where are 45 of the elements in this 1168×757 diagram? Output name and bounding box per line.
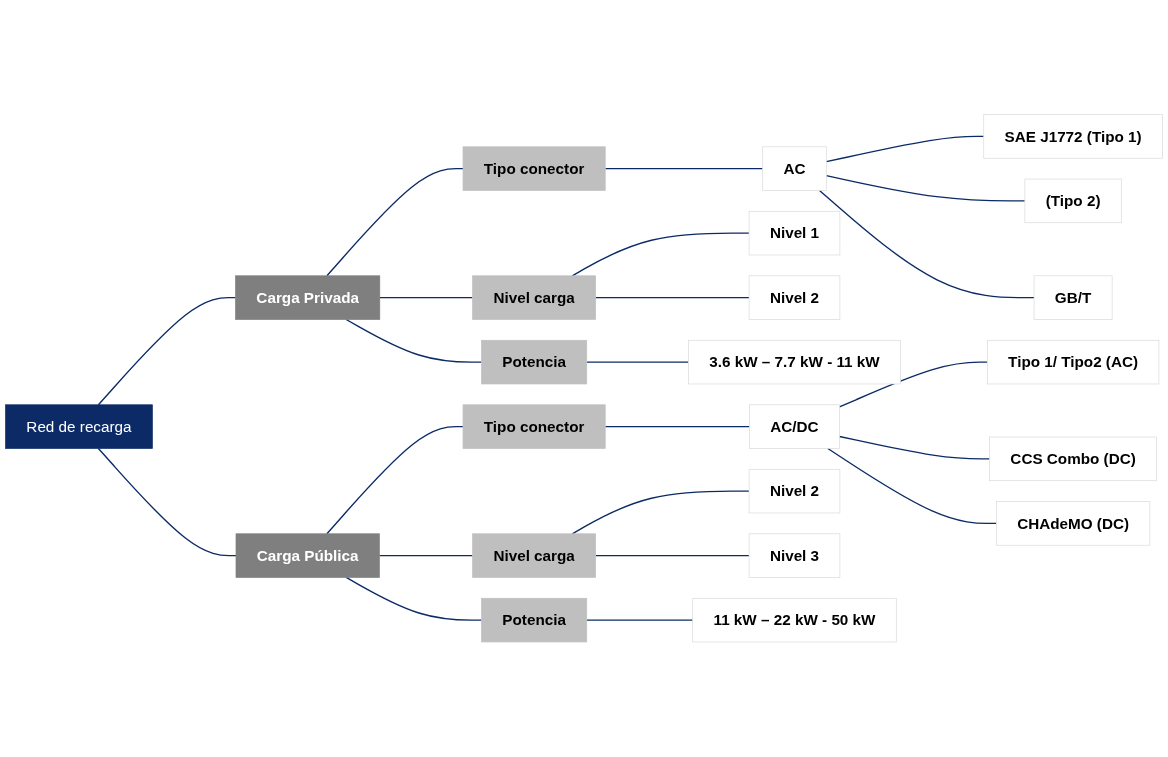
- connector: [97, 297, 237, 406]
- node-box: GB/T: [1033, 275, 1113, 321]
- node-box: SAE J1772 (Tipo 1): [983, 114, 1163, 159]
- node-box: Potencia: [481, 598, 588, 643]
- connector: [825, 135, 985, 163]
- node-box: Nivel carga: [472, 275, 596, 321]
- node-box: CHAdeMO (DC): [996, 501, 1151, 546]
- node-box: AC/DC: [749, 404, 840, 450]
- node-box: Carga Privada: [235, 275, 381, 321]
- connector: [838, 436, 991, 460]
- connector: [326, 168, 464, 277]
- connector: [326, 426, 464, 535]
- node-box: CCS Combo (DC): [989, 436, 1157, 482]
- connector: [838, 361, 988, 408]
- node-box: Nivel 2: [748, 469, 841, 514]
- connector: [827, 448, 998, 525]
- node-box: Nivel 3: [748, 533, 841, 579]
- connector: [594, 297, 750, 299]
- node-box: Tipo conector: [462, 404, 606, 450]
- node-box: Red de recarga: [5, 404, 153, 450]
- connector: [345, 319, 483, 364]
- connector: [378, 555, 474, 557]
- connector: [604, 168, 764, 170]
- connector: [379, 297, 474, 299]
- connector: [571, 232, 750, 277]
- connector: [825, 175, 1026, 202]
- connector: [586, 619, 694, 622]
- connector: [604, 426, 751, 428]
- node-box: Nivel 2: [748, 275, 841, 321]
- connector: [97, 448, 237, 557]
- node-box: 11 kW – 22 kW - 50 kW: [692, 598, 897, 643]
- node-box: (Tipo 2): [1024, 178, 1122, 224]
- connector: [586, 361, 690, 364]
- node-box: Tipo conector: [462, 146, 606, 192]
- node-box: AC: [762, 146, 827, 192]
- connector: [345, 577, 483, 622]
- connector: [818, 190, 1035, 299]
- node-box: Nivel carga: [472, 533, 596, 579]
- connector: [594, 555, 750, 557]
- node-box: 3.6 kW – 7.7 kW - 11 kW: [688, 340, 901, 385]
- node-box: Carga Pública: [235, 533, 380, 579]
- node-box: Potencia: [481, 340, 588, 385]
- connector: [571, 490, 750, 535]
- node-box: Tipo 1/ Tipo2 (AC): [986, 340, 1160, 385]
- node-box: Nivel 1: [748, 211, 841, 256]
